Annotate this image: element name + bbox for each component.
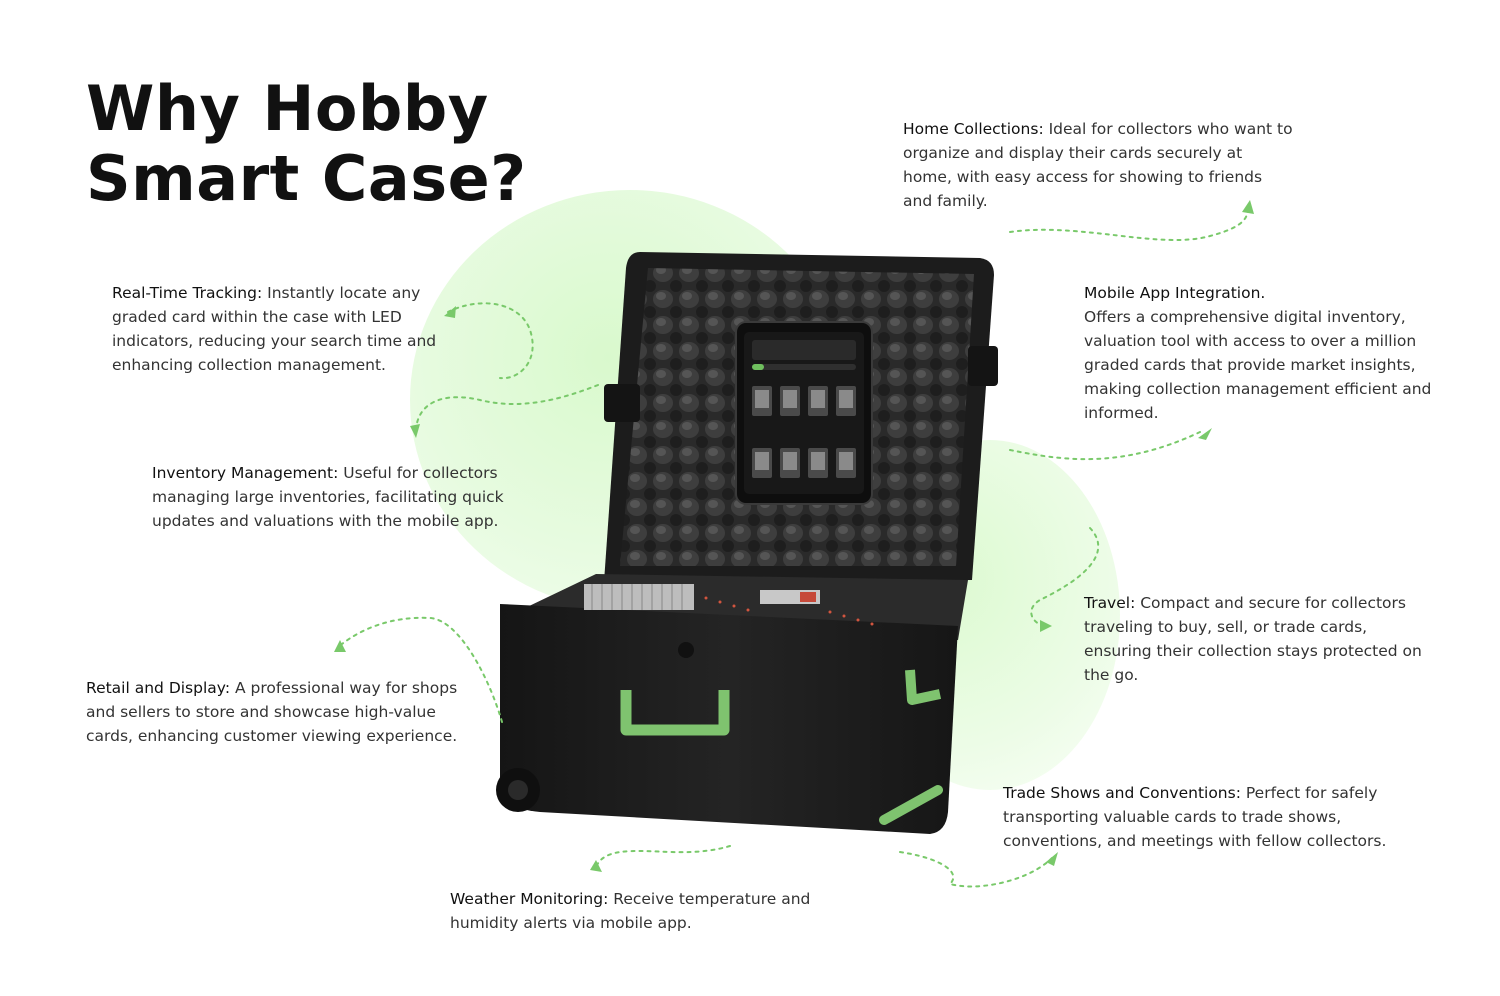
arrowhead-icon (1242, 200, 1254, 214)
arrowhead-icon (410, 424, 420, 438)
arrowhead-icon (1040, 620, 1052, 632)
tablet-device (735, 321, 873, 505)
feature-inventory-management: Inventory Management: Useful for collect… (152, 461, 522, 533)
dotted-curved-arrow-icon (341, 616, 503, 723)
feature-title: Retail and Display: (86, 679, 231, 697)
arrowhead-icon (444, 306, 456, 318)
arrowhead-icon (1198, 428, 1212, 440)
arrowhead-icon (1046, 852, 1058, 866)
feature-body: Compact and secure for collectors travel… (1084, 594, 1422, 684)
feature-title: Travel: (1084, 594, 1136, 612)
feature-mobile-app-integration: Mobile App Integration. Offers a comprehe… (1084, 281, 1436, 425)
page-title-line-2: Smart Case? (86, 142, 527, 215)
case-base (496, 574, 968, 834)
feature-title: Home Collections: (903, 120, 1044, 138)
dotted-curved-arrow-icon (415, 384, 599, 429)
dotted-curved-arrow-icon (595, 845, 731, 869)
dotted-curved-arrow-icon (1009, 207, 1249, 241)
feature-title: Real-Time Tracking: (112, 284, 263, 302)
feature-weather-monitoring: Weather Monitoring: Receive temperature … (450, 887, 840, 935)
feature-body: A professional way for shops and sellers… (86, 679, 458, 745)
page-title: Why Hobby Smart Case? (86, 74, 527, 214)
arrowhead-icon (590, 860, 602, 872)
feature-body: Useful for collectors managing large inv… (152, 464, 504, 530)
feature-travel: Travel: Compact and secure for collector… (1084, 591, 1436, 687)
arrowhead-icon (334, 640, 346, 652)
feature-retail-and-display: Retail and Display: A professional way f… (86, 676, 476, 748)
feature-body: Instantly locate any graded card within … (112, 284, 437, 374)
feature-title: Weather Monitoring: (450, 890, 609, 908)
dotted-curved-arrow-icon (1009, 431, 1201, 461)
feature-home-collections: Home Collections: Ideal for collectors w… (903, 117, 1293, 213)
dotted-curved-arrow-icon (447, 302, 534, 380)
feature-trade-shows-and-conventions: Trade Shows and Conventions: Perfect for… (1003, 781, 1403, 853)
page-title-line-1: Why Hobby (86, 72, 489, 145)
dotted-curved-arrow-icon (1030, 527, 1100, 627)
dotted-curved-arrow-icon (899, 851, 1053, 888)
feature-body: Ideal for collectors who want to organiz… (903, 120, 1293, 210)
feature-real-time-tracking: Real-Time Tracking: Instantly locate any… (112, 281, 452, 377)
feature-title: Mobile App Integration. (1084, 284, 1266, 302)
feature-title: Inventory Management: (152, 464, 339, 482)
feature-body: Offers a comprehensive digital inventory… (1084, 308, 1432, 422)
feature-body: Perfect for safely transporting valuable… (1003, 784, 1387, 850)
feature-body: Receive temperature and humidity alerts … (450, 890, 811, 932)
feature-title: Trade Shows and Conventions: (1003, 784, 1241, 802)
